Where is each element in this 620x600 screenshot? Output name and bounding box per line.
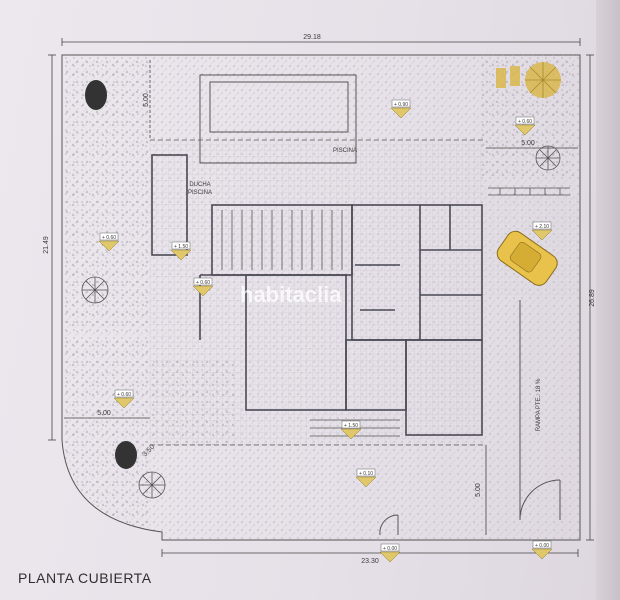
dim-right-height: 26.89: [589, 289, 596, 307]
tree-icon: [138, 471, 166, 499]
level-arrow-icon: [379, 543, 401, 563]
level-arrow-icon: [98, 232, 120, 252]
tree-icon: [535, 145, 561, 171]
level-arrows: [98, 99, 553, 563]
level-arrow-icon: [340, 420, 362, 440]
pool: [209, 81, 349, 133]
dim-bottom-right-offset: 5.00: [475, 483, 482, 497]
ramp-and-gates: [379, 300, 561, 536]
shower-label-1: DUCHA: [189, 182, 210, 188]
pool-label: PISCINA: [333, 148, 357, 154]
level-lower-left: + 0.60: [117, 392, 131, 398]
dim-right-offset: 5.00: [521, 140, 535, 147]
level-arrow-icon: [531, 221, 553, 241]
ramp-label: RAMPA PTE.: 18 %: [536, 378, 542, 431]
level-corner-right: + 0.00: [535, 543, 549, 549]
dimension-lines: [48, 38, 594, 557]
watermark: habitaclia: [240, 282, 342, 307]
level-gate: + 0.00: [383, 546, 397, 552]
level-arrow-icon: [514, 116, 536, 136]
dim-bottom-width: 23.30: [361, 558, 379, 565]
tree-icon: [81, 276, 109, 304]
dim-left-height: 21.49: [43, 236, 50, 254]
car-icon: [496, 230, 558, 286]
level-center-left: + 0.60: [196, 280, 210, 286]
level-pool-side: + 0.90: [394, 102, 408, 108]
level-left-garden: + 0.60: [102, 235, 116, 241]
level-arrow-icon: [113, 389, 135, 409]
level-porch: + 1.50: [344, 423, 358, 429]
level-arrow-icon: [192, 277, 214, 297]
left-garden: [65, 60, 151, 332]
plan-title: PLANTA CUBIERTA: [18, 570, 152, 586]
shower-label-2: PISCINA: [188, 190, 212, 196]
building-walls: [151, 154, 483, 436]
paper-fold: [596, 0, 620, 600]
level-arrow-icon: [170, 241, 192, 261]
dim-pool-offset: 5.00: [143, 93, 150, 107]
pool-outer: [199, 74, 357, 164]
level-parking: + 2.10: [535, 224, 549, 230]
level-front-garden: + 0.10: [359, 471, 373, 477]
umbrella-icon: [496, 62, 561, 98]
level-arrow-icon: [531, 540, 553, 560]
dim-bottom-left-offset: 5.00: [97, 410, 111, 417]
stairs: [221, 187, 570, 437]
level-arrow-icon: [355, 468, 377, 488]
tree-icon: [115, 441, 137, 469]
tree-icon: [85, 80, 107, 110]
level-patio-right: + 0.60: [518, 119, 532, 125]
level-arrow-icon: [390, 99, 412, 119]
dim-top-width: 29.18: [303, 34, 321, 41]
level-shower: + 1.50: [174, 244, 188, 250]
